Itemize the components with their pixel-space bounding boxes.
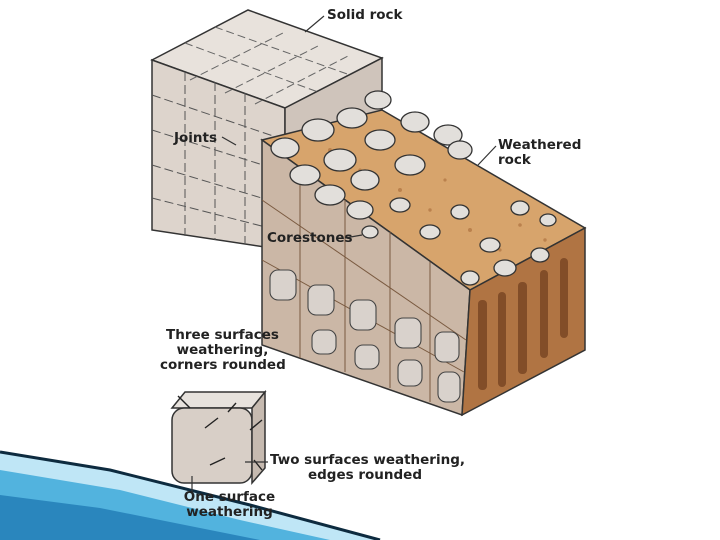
label-three-surfaces-line1: Three surfaces	[166, 327, 279, 343]
label-corestones: Corestones	[267, 230, 353, 246]
label-three-surfaces-line3: corners rounded	[160, 357, 286, 373]
label-three-surfaces-line2: weathering,	[176, 342, 269, 358]
leader-lines	[191, 15, 497, 493]
label-two-surfaces: Two surfaces weathering, edges rounded	[270, 452, 465, 483]
label-weathered-rock: Weathered rock	[498, 138, 581, 168]
label-one-surface: One surface weathering	[182, 490, 277, 520]
label-three-surfaces: Three surfaces weathering, corners round…	[160, 327, 286, 373]
label-two-surfaces-line1: Two surfaces weathering,	[270, 452, 465, 468]
label-two-surfaces-line2: edges rounded	[307, 467, 422, 483]
label-one-surface-line1: One surface	[183, 489, 276, 505]
front-face-blocks	[269, 269, 461, 403]
small-block	[170, 389, 267, 486]
corestones	[270, 90, 557, 286]
label-weathered-rock-line2: rock	[498, 152, 531, 168]
label-one-surface-line2: weathering	[186, 504, 273, 520]
label-solid-rock: Solid rock	[327, 7, 403, 23]
label-weathered-rock-line1: Weathered	[498, 137, 582, 153]
label-joints: Joints	[174, 130, 218, 146]
slide-accent-swoosh	[0, 450, 381, 540]
